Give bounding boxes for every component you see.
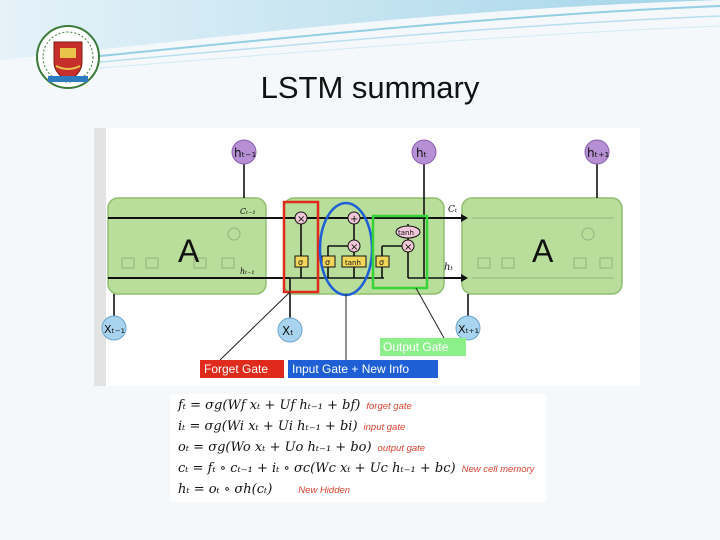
sigma-layer-output: σ xyxy=(375,255,390,268)
slide-title: LSTM summary xyxy=(260,70,480,105)
equation-hidden: hₜ = oₜ ∘ σh(cₜ) xyxy=(178,482,273,497)
svg-text:hₜ₊₁: hₜ₊₁ xyxy=(587,146,609,160)
header-swoosh xyxy=(0,0,720,60)
equation-note-input: input gate xyxy=(363,422,406,433)
lstm-cell-right xyxy=(461,197,623,295)
equation-row-forget: fₜ = σg(Wf xₜ + Uf hₜ₋₁ + bf) forget gat… xyxy=(178,398,412,419)
tanh-cell-op: tanh xyxy=(395,225,421,239)
lstm-diagram: A A × + xyxy=(94,128,640,386)
forget-gate-highlight xyxy=(282,200,320,294)
equation-output-gate: oₜ = σg(Wo xₜ + Uo hₜ₋₁ + bo) xyxy=(178,440,372,455)
output-node-prev: hₜ₋₁ xyxy=(231,139,257,165)
pointwise-multiply-input: × xyxy=(347,239,361,253)
hidden-label: hₜ xyxy=(444,262,453,273)
equation-note-output: output gate xyxy=(377,443,426,454)
input-node-prev: Xₜ₋₁ xyxy=(101,315,127,341)
equation-note-cell: New cell memory xyxy=(461,464,535,475)
svg-text:×: × xyxy=(297,214,305,225)
svg-text:+: + xyxy=(350,214,358,225)
svg-text:Xₜ₋₁: Xₜ₋₁ xyxy=(104,323,125,336)
forget-gate-label: Forget Gate xyxy=(200,360,284,378)
equation-note-hidden: New Hidden xyxy=(298,485,351,496)
svg-text:σ: σ xyxy=(379,258,384,267)
equation-row-cell: cₜ = fₜ ∘ cₜ₋₁ + iₜ ∘ σc(Wc xₜ + Uc hₜ₋₁… xyxy=(178,461,534,482)
output-node-current: hₜ xyxy=(411,139,437,165)
svg-text:×: × xyxy=(350,242,358,253)
svg-text:Forget Gate: Forget Gate xyxy=(204,362,268,376)
cell-label-left: A xyxy=(178,233,200,269)
svg-text:×: × xyxy=(404,242,412,253)
svg-text:hₜ₋₁: hₜ₋₁ xyxy=(234,146,256,160)
sigma-layer-input: σ xyxy=(321,255,336,268)
equation-row-input: iₜ = σg(Wi xₜ + Ui hₜ₋₁ + bi) input gate xyxy=(178,419,405,440)
university-crest-logo xyxy=(36,25,100,89)
input-node-current: Xₜ xyxy=(277,317,303,343)
hidden-prev-label: hₜ₋₁ xyxy=(240,267,255,276)
equation-row-hidden: hₜ = oₜ ∘ σh(cₜ) New Hidden xyxy=(178,482,350,503)
equations-panel: fₜ = σg(Wf xₜ + Uf hₜ₋₁ + bf) forget gat… xyxy=(170,394,546,502)
svg-text:tanh: tanh xyxy=(398,229,414,237)
cell-state-prev-label: Cₜ₋₁ xyxy=(240,207,256,216)
svg-text:σ: σ xyxy=(298,258,303,267)
lstm-cell-left xyxy=(107,197,267,295)
equation-cell-memory: cₜ = fₜ ∘ cₜ₋₁ + iₜ ∘ σc(Wc xₜ + Uc hₜ₋₁… xyxy=(178,461,456,476)
equation-input-gate: iₜ = σg(Wi xₜ + Ui hₜ₋₁ + bi) xyxy=(178,419,358,434)
input-gate-label: Input Gate + New Info xyxy=(288,360,438,378)
equation-row-output: oₜ = σg(Wo xₜ + Uo hₜ₋₁ + bo) output gat… xyxy=(178,440,425,461)
pointwise-multiply-forget: × xyxy=(294,211,308,225)
tanh-layer-candidate: tanh xyxy=(341,255,367,268)
svg-text:Input Gate + New Info: Input Gate + New Info xyxy=(292,362,409,376)
pointwise-multiply-output: × xyxy=(401,239,415,253)
svg-text:Output Gate: Output Gate xyxy=(383,340,449,354)
sigma-layer-forget: σ xyxy=(294,255,309,268)
cell-state-label: Cₜ xyxy=(448,205,458,215)
svg-text:tanh: tanh xyxy=(345,259,361,267)
output-gate-highlight xyxy=(371,214,429,290)
svg-text:hₜ: hₜ xyxy=(416,146,427,160)
pointwise-add-cell: + xyxy=(347,211,361,225)
equation-forget-gate: fₜ = σg(Wf xₜ + Uf hₜ₋₁ + bf) xyxy=(178,398,361,413)
output-node-next: hₜ₊₁ xyxy=(584,139,610,165)
input-node-next: Xₜ₊₁ xyxy=(455,315,481,341)
output-gate-label: Output Gate xyxy=(380,338,466,356)
equation-note-forget: forget gate xyxy=(366,401,412,412)
svg-text:σ: σ xyxy=(325,258,330,267)
cell-label-right: A xyxy=(532,233,554,269)
lstm-cell-center xyxy=(283,197,445,295)
svg-text:Xₜ: Xₜ xyxy=(282,324,294,338)
svg-text:Xₜ₊₁: Xₜ₊₁ xyxy=(458,323,479,336)
